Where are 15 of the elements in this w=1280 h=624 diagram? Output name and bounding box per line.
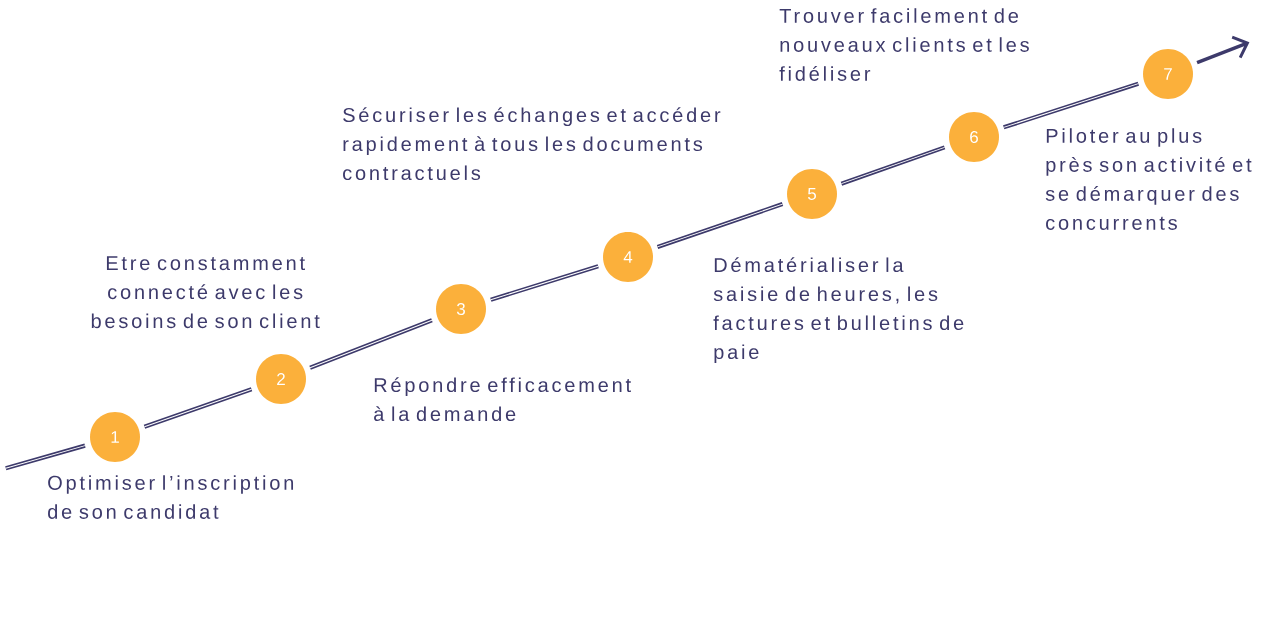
- connector-line: [143, 387, 253, 429]
- connector-line: [656, 202, 784, 249]
- arrow: [1196, 35, 1250, 65]
- step-description: Dématérialiser la saisie de heures, les factures et bulletins de paie: [713, 257, 964, 364]
- step-description: Piloter au plus près son activité et se démarquer des concurrents: [1045, 128, 1252, 230]
- connector-line: [840, 145, 946, 186]
- step-description: Etre constamment connecté avec les besoins de son client: [91, 256, 320, 329]
- connector-line: [309, 318, 433, 370]
- step-description: Sécuriser les échanges et accéder rapidement à tous les documents contractuels: [343, 107, 721, 181]
- connector-line: [1003, 81, 1139, 130]
- step-description: Répondre efficacement à la demande: [374, 377, 631, 422]
- step-description: Trouver facilement de nouveaux clients et les fidéliser: [779, 8, 1029, 81]
- connector-line: [5, 443, 86, 471]
- step-description: Optimiser l’inscription de son candidat: [48, 475, 293, 519]
- connector-line: [490, 264, 599, 302]
